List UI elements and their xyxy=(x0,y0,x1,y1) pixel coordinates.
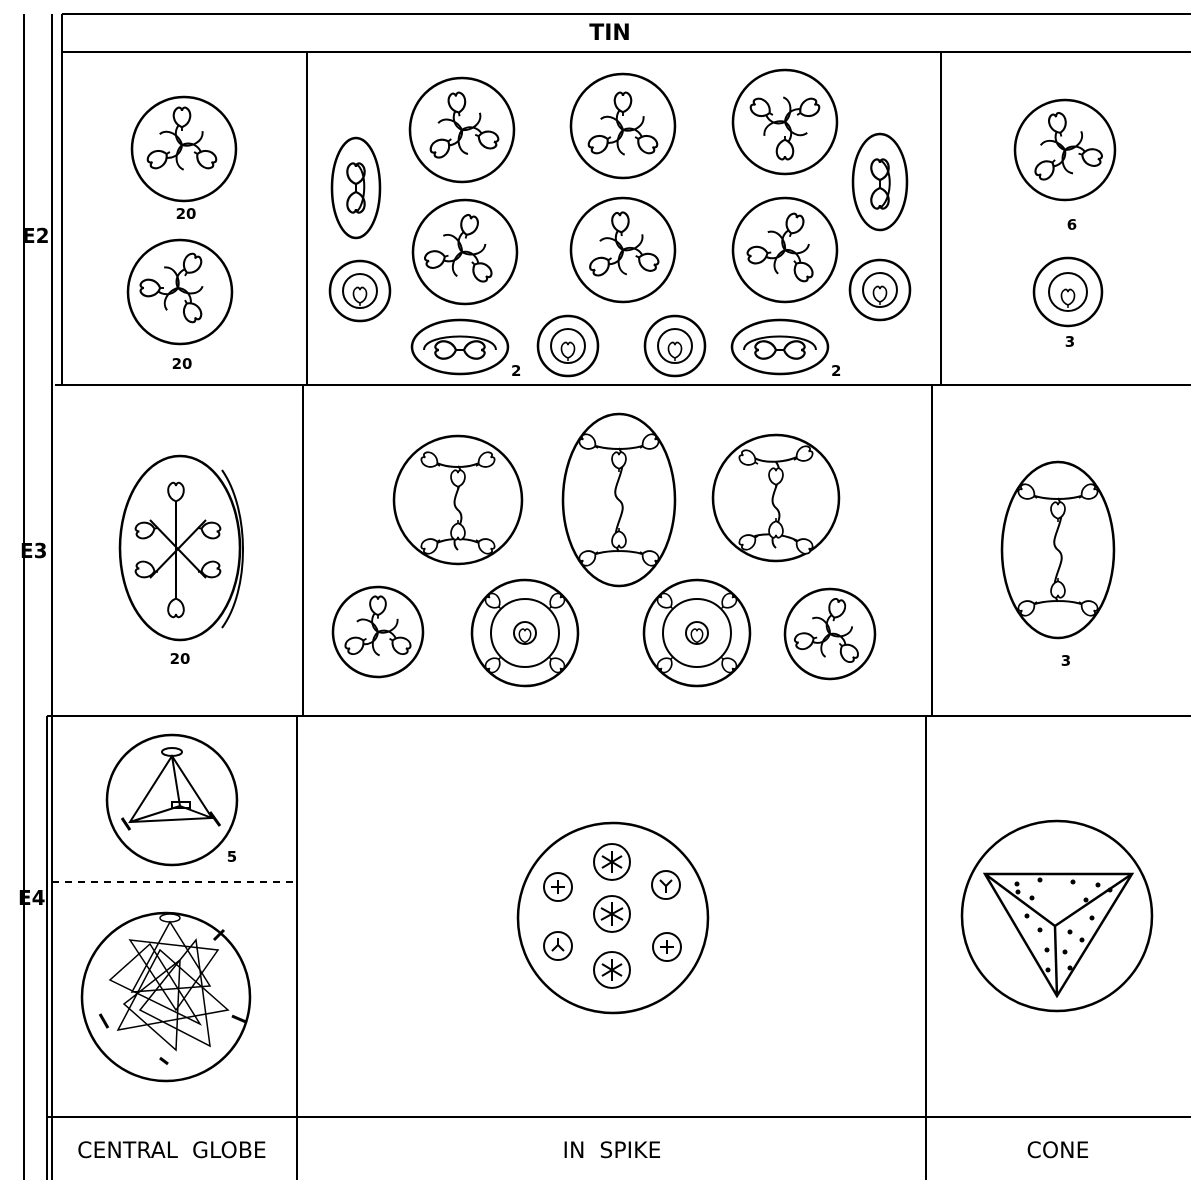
column-label-central-globe: CENTRAL GLOBE xyxy=(77,1139,267,1164)
header-title: TIN xyxy=(589,21,631,46)
lobe-bottom xyxy=(594,952,630,988)
e2-cone-orbital-top xyxy=(1015,100,1115,200)
orbital-horizontal-oval-right xyxy=(732,320,828,374)
count-label: 3 xyxy=(1061,652,1071,670)
table-frame xyxy=(24,14,1191,1180)
lobe-right-upper xyxy=(652,871,680,899)
orbital-large-3 xyxy=(733,70,837,174)
orbital-ring-quad-left xyxy=(472,580,578,686)
count-label: 3 xyxy=(1065,333,1075,351)
orbital-i-shape-right xyxy=(713,435,839,561)
count-label: 20 xyxy=(176,205,197,223)
orbital-ring-quad-right xyxy=(644,580,750,686)
orbital-vertical-oval-left xyxy=(332,138,380,238)
e2-cone-orbital-bottom xyxy=(1034,258,1102,326)
orbital-vertical-oval-right xyxy=(853,134,907,230)
lobe-right-lower xyxy=(653,933,681,961)
column-label-in-spike: IN SPIKE xyxy=(563,1139,662,1164)
orbital-tri-swirl-left xyxy=(333,587,423,677)
orbital-large-5 xyxy=(571,198,675,302)
orbital-large-1 xyxy=(410,78,514,182)
orbital-large-6 xyxy=(733,198,837,302)
count-label: 20 xyxy=(170,650,191,668)
count-label: 2 xyxy=(831,362,841,380)
e2-globe-orbital-bottom xyxy=(128,237,232,344)
e3-spike-orbitals xyxy=(333,414,875,686)
e3-cone-orbital xyxy=(1002,462,1114,638)
row-label-e2: E2 xyxy=(22,224,50,248)
e4-cone-pyramid xyxy=(962,821,1152,1011)
e4-globe-tetrahedron xyxy=(107,735,237,865)
count-label: 20 xyxy=(172,355,193,373)
lobe-left-upper xyxy=(544,873,572,901)
count-label: 5 xyxy=(227,848,237,866)
orbital-ring-small-center-right xyxy=(645,316,705,376)
count-label: 2 xyxy=(511,362,521,380)
orbital-ring-small-center-left xyxy=(538,316,598,376)
orbital-large-2 xyxy=(571,74,675,178)
e4-globe-star-cluster xyxy=(82,913,250,1081)
lobe-center xyxy=(594,896,630,932)
orbital-ring-small-left xyxy=(330,261,390,321)
lobe-top xyxy=(594,844,630,880)
lobe-left-lower xyxy=(544,932,572,960)
row-label-e4: E4 xyxy=(18,886,46,910)
orbital-large-4 xyxy=(413,200,517,304)
e2-globe-orbital-top xyxy=(132,97,236,201)
count-label: 6 xyxy=(1067,216,1077,234)
e3-globe-orbital xyxy=(120,456,243,640)
orbital-horizontal-oval-left xyxy=(412,320,508,374)
orbital-tri-swirl-right xyxy=(785,589,875,679)
orbital-i-shape-left xyxy=(394,436,522,564)
orbital-i-shape-center xyxy=(563,414,675,586)
e4-spike-orbital xyxy=(518,823,708,1013)
e2-spike-orbitals: 2 2 xyxy=(330,70,910,380)
orbital-ring-small-right xyxy=(850,260,910,320)
row-label-e3: E3 xyxy=(20,539,48,563)
column-label-cone: CONE xyxy=(1026,1139,1089,1164)
